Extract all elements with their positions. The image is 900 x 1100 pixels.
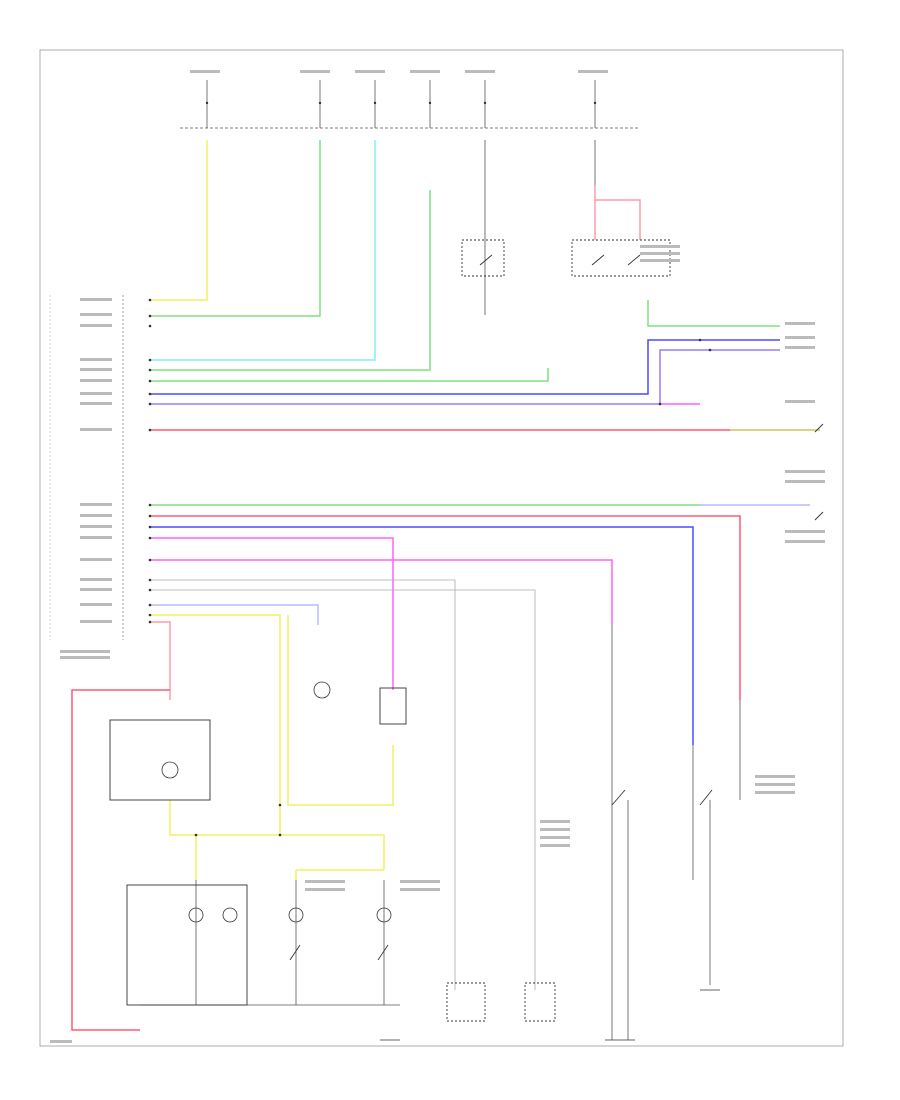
switch-top-middle xyxy=(461,239,505,277)
wire-yellow-low-3 xyxy=(287,615,394,806)
wire-lightblue-2 xyxy=(150,604,319,625)
wire-green-2 xyxy=(150,190,431,371)
wire-yellow-top xyxy=(150,140,208,301)
lamp-housing-left xyxy=(109,719,211,801)
bulb-icon xyxy=(161,761,179,779)
wire-blue-1 xyxy=(150,339,780,395)
wire-gray-1 xyxy=(150,579,456,990)
bulb-icon xyxy=(376,907,392,923)
bulb-icon xyxy=(313,681,331,699)
lamp-symbols xyxy=(161,681,392,923)
wire-yellow-low-1 xyxy=(150,614,281,835)
relay-top-right xyxy=(571,239,671,277)
wire-violet-1 xyxy=(150,349,780,405)
wire-gray-2 xyxy=(150,589,536,990)
pin-label-marks xyxy=(50,70,825,1043)
switch-bottom-middle xyxy=(446,982,486,1022)
wire-red-3 xyxy=(71,689,170,1031)
diagram-frame xyxy=(39,49,844,1047)
wire-pink-top xyxy=(594,185,641,240)
component-boxes xyxy=(109,239,671,1022)
switch-bottom-right xyxy=(524,982,556,1022)
wire-yellow-low-2 xyxy=(169,800,385,870)
wire-green-3 xyxy=(150,368,549,382)
wire-blue-2 xyxy=(150,526,694,745)
switch-symbols xyxy=(289,254,824,961)
wire-green-1 xyxy=(150,140,321,317)
wire-violet-2 xyxy=(150,537,394,690)
wire-green-4 xyxy=(647,300,780,327)
lamp-cluster-bottom xyxy=(126,884,248,1006)
wire-gray-verticals xyxy=(140,140,741,1040)
wire-magenta-2 xyxy=(150,559,613,625)
wire-cyan xyxy=(150,140,376,361)
bulb-icon xyxy=(188,907,204,923)
bulb-icon xyxy=(222,907,238,923)
fuse-block-top xyxy=(180,80,640,129)
junction-dots xyxy=(148,298,712,837)
wire-pink-2 xyxy=(150,621,171,700)
module-middle xyxy=(379,687,407,725)
wire-red-2 xyxy=(150,515,741,700)
ground-symbols xyxy=(380,989,720,1041)
bulb-icon xyxy=(288,907,304,923)
